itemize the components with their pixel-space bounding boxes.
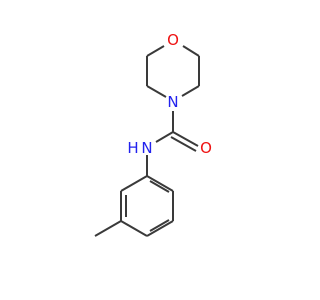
bond-o-c2: [146, 45, 165, 57]
tolyl-ring: [94, 175, 174, 237]
atom-labels: O N O N H: [127, 31, 212, 157]
atom-oxygen-ring: O: [167, 31, 179, 49]
bond-carbonyl-double-a: [172, 131, 199, 147]
bond-carbonyl-c-nh: [155, 131, 174, 143]
morpholine-ring: [146, 45, 200, 98]
bond-ring-inner-b: [149, 219, 170, 232]
bond-n-c5: [181, 85, 200, 97]
bond-ring-6-1: [146, 175, 174, 192]
carboxamide-group: [146, 111, 199, 176]
atom-hydrogen-amide: H: [127, 139, 138, 157]
atom-oxygen-carbonyl: O: [200, 139, 212, 157]
bond-ring-1-2: [120, 175, 148, 192]
bond-ring-4-5: [146, 220, 174, 237]
bond-carbonyl-double-b: [170, 136, 197, 152]
bond-c6-o: [182, 45, 200, 57]
morpholine-carboxamide-structure: O N O N H: [94, 31, 212, 237]
bond-ring-inner-c: [149, 180, 170, 193]
bond-ring-3-4: [120, 220, 148, 237]
bond-c3-n: [146, 85, 167, 98]
bond-methyl: [94, 220, 122, 237]
atom-nitrogen-ring: N: [167, 93, 178, 111]
atom-nitrogen-amide: N: [141, 139, 152, 157]
